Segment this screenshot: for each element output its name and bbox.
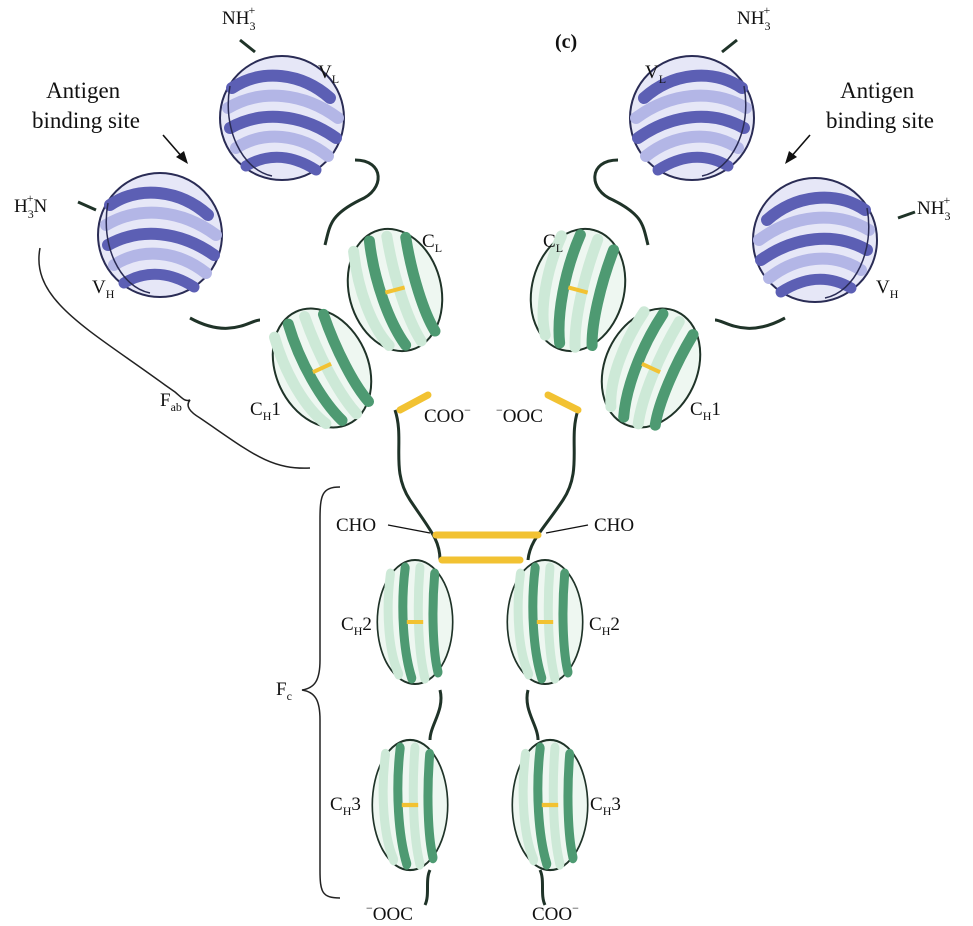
cho-label-left: CHO	[336, 515, 376, 536]
vh-label-right: VH	[876, 277, 899, 301]
ch3-label-left: CH3	[330, 794, 361, 818]
cho-leader-right	[546, 525, 588, 533]
cl-label-left: CL	[422, 231, 442, 255]
ch3-domain-left	[372, 740, 447, 870]
vl-label-left: VL	[318, 62, 339, 86]
antigen-site-arrow-right	[785, 135, 810, 164]
fc-label: Fc	[276, 679, 292, 703]
fab-label: Fab	[160, 390, 182, 414]
n-terminus-vl-right	[722, 40, 737, 52]
vh-domain-right	[753, 178, 877, 302]
ooc-label-mid-right: −OOC	[496, 403, 543, 427]
antigen-site-arrow-left	[163, 135, 188, 164]
ch2-label-left: CH2	[341, 614, 372, 638]
ch3-label-right: CH3	[590, 794, 621, 818]
fc-brace	[302, 487, 340, 898]
coo-label-bottom-right: COO−	[532, 901, 579, 925]
panel-label: (c)	[555, 31, 577, 53]
vh-label-left: VH	[92, 277, 115, 301]
nh3-label-right: NH3+	[917, 193, 950, 223]
cho-label-right: CHO	[594, 515, 634, 536]
ooc-label-bottom-left: −OOC	[366, 901, 413, 925]
vh-domain-left	[98, 173, 222, 297]
ch2-domain-right	[507, 560, 582, 684]
antigen-site-label-right: Antigen binding site	[826, 78, 934, 133]
n-terminus-vh-left	[78, 202, 96, 210]
nh3-label-top-left: NH3+	[222, 3, 255, 33]
h3n-label-left: H3+N	[14, 191, 48, 221]
coo-label-mid-left: COO−	[424, 403, 471, 427]
n-terminus-vh-right	[898, 212, 915, 218]
antigen-site-label-left: Antigen binding site	[32, 78, 140, 133]
ch3-domain-right	[512, 740, 587, 870]
n-terminus-vl-left	[240, 40, 255, 52]
cho-leader-left	[388, 525, 430, 533]
ch2-label-right: CH2	[589, 614, 620, 638]
ch1-label-right: CH1	[690, 399, 721, 423]
nh3-label-top-right: NH3+	[737, 3, 770, 33]
ch1-label-left: CH1	[250, 399, 281, 423]
ch2-domain-left	[377, 560, 452, 684]
